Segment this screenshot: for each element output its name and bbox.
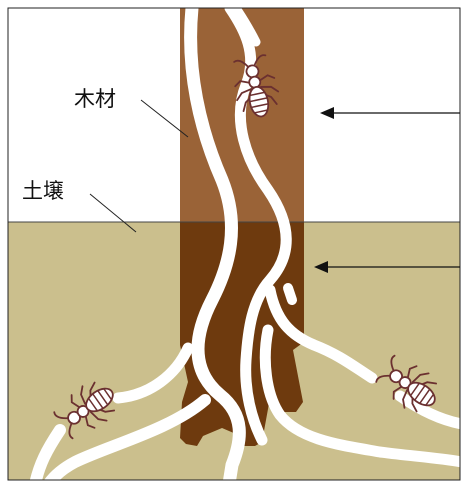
wood-label: 木材 — [74, 87, 116, 111]
soil-label: 土壌 — [22, 179, 64, 203]
